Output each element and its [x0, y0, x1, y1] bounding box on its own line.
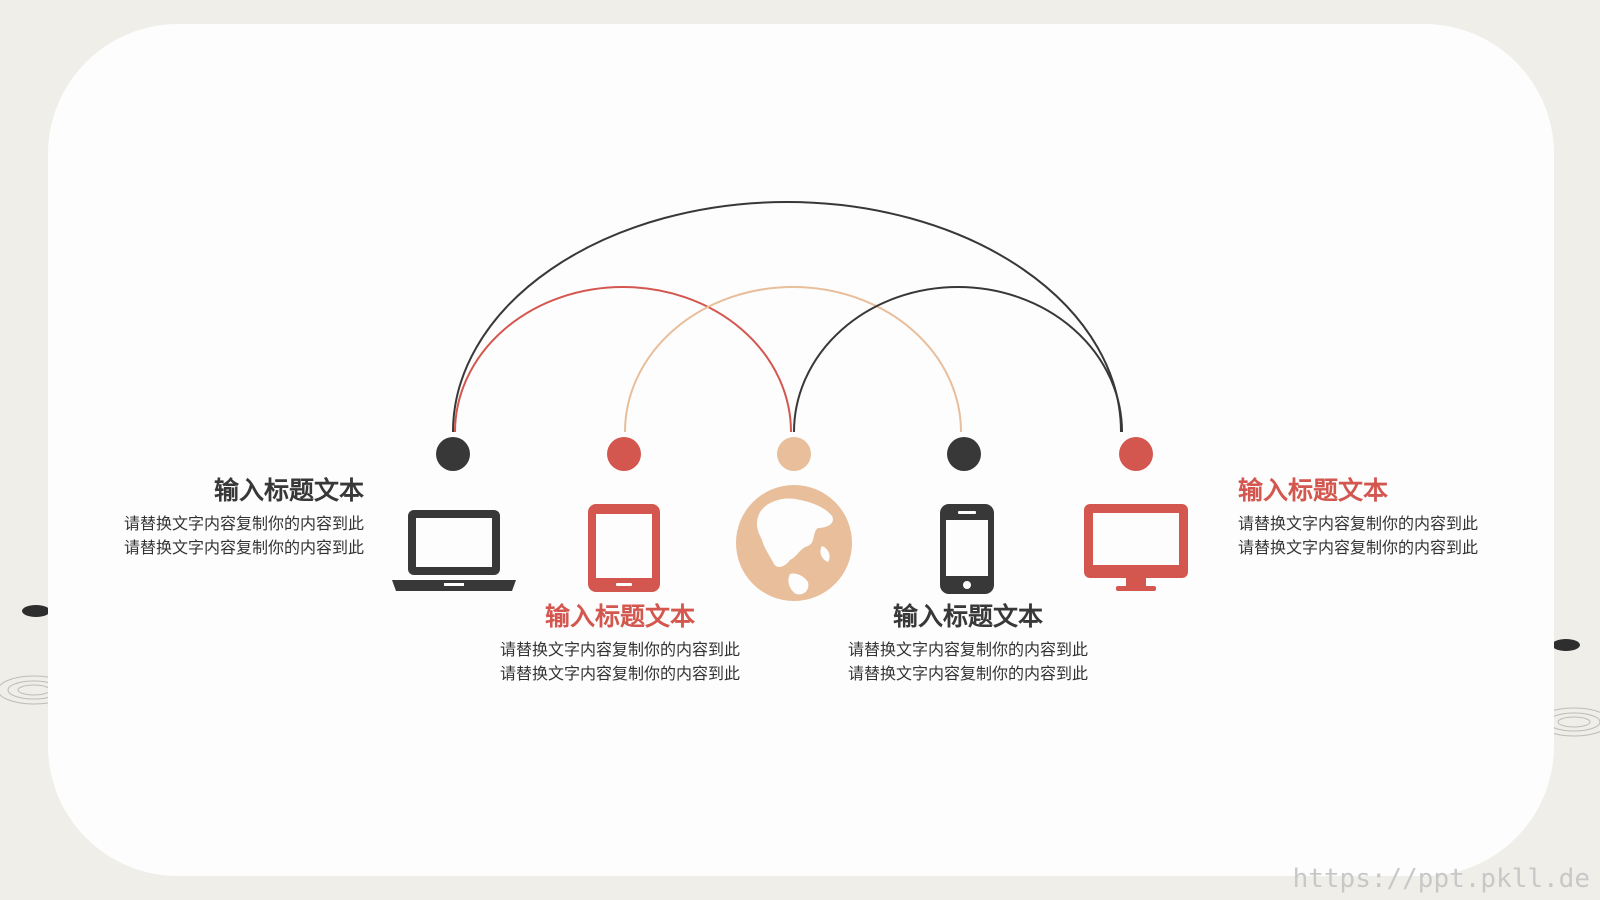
watermark-url: https://ppt.pkll.de — [1292, 864, 1590, 894]
item-title-4: 输入标题文本 — [1238, 476, 1389, 505]
arc-globe-monitor — [793, 286, 1123, 433]
node-dot-tablet — [607, 437, 641, 471]
tablet-icon — [588, 504, 660, 592]
arc-laptop-globe — [454, 286, 792, 433]
item-block-4: 输入标题文本 请替换文字内容复制你的内容到此 请替换文字内容复制你的内容到此 — [1238, 474, 1478, 560]
item-title-2: 输入标题文本 — [544, 602, 695, 631]
item-title-1: 输入标题文本 — [213, 476, 364, 505]
laptop-icon — [392, 510, 516, 591]
node-dot-phone — [947, 437, 981, 471]
item-desc-2: 请替换文字内容复制你的内容到此 请替换文字内容复制你的内容到此 — [499, 640, 740, 683]
item-desc-3: 请替换文字内容复制你的内容到此 请替换文字内容复制你的内容到此 — [847, 640, 1088, 683]
node-dot-laptop — [436, 437, 470, 471]
item-desc-1: 请替换文字内容复制你的内容到此 请替换文字内容复制你的内容到此 — [123, 514, 364, 557]
item-desc-4: 请替换文字内容复制你的内容到此 请替换文字内容复制你的内容到此 — [1238, 514, 1479, 557]
node-dot-globe — [777, 437, 811, 471]
phone-icon — [940, 504, 994, 594]
item-block-1: 输入标题文本 请替换文字内容复制你的内容到此 请替换文字内容复制你的内容到此 — [124, 474, 364, 560]
item-block-3: 输入标题文本 请替换文字内容复制你的内容到此 请替换文字内容复制你的内容到此 — [838, 600, 1098, 686]
arc-tablet-phone — [624, 286, 962, 433]
arc-laptop-monitor — [452, 201, 1122, 433]
monitor-icon — [1084, 504, 1188, 591]
node-dot-monitor — [1119, 437, 1153, 471]
item-block-2: 输入标题文本 请替换文字内容复制你的内容到此 请替换文字内容复制你的内容到此 — [490, 600, 750, 686]
globe-icon — [736, 485, 852, 601]
item-title-3: 输入标题文本 — [892, 602, 1043, 631]
